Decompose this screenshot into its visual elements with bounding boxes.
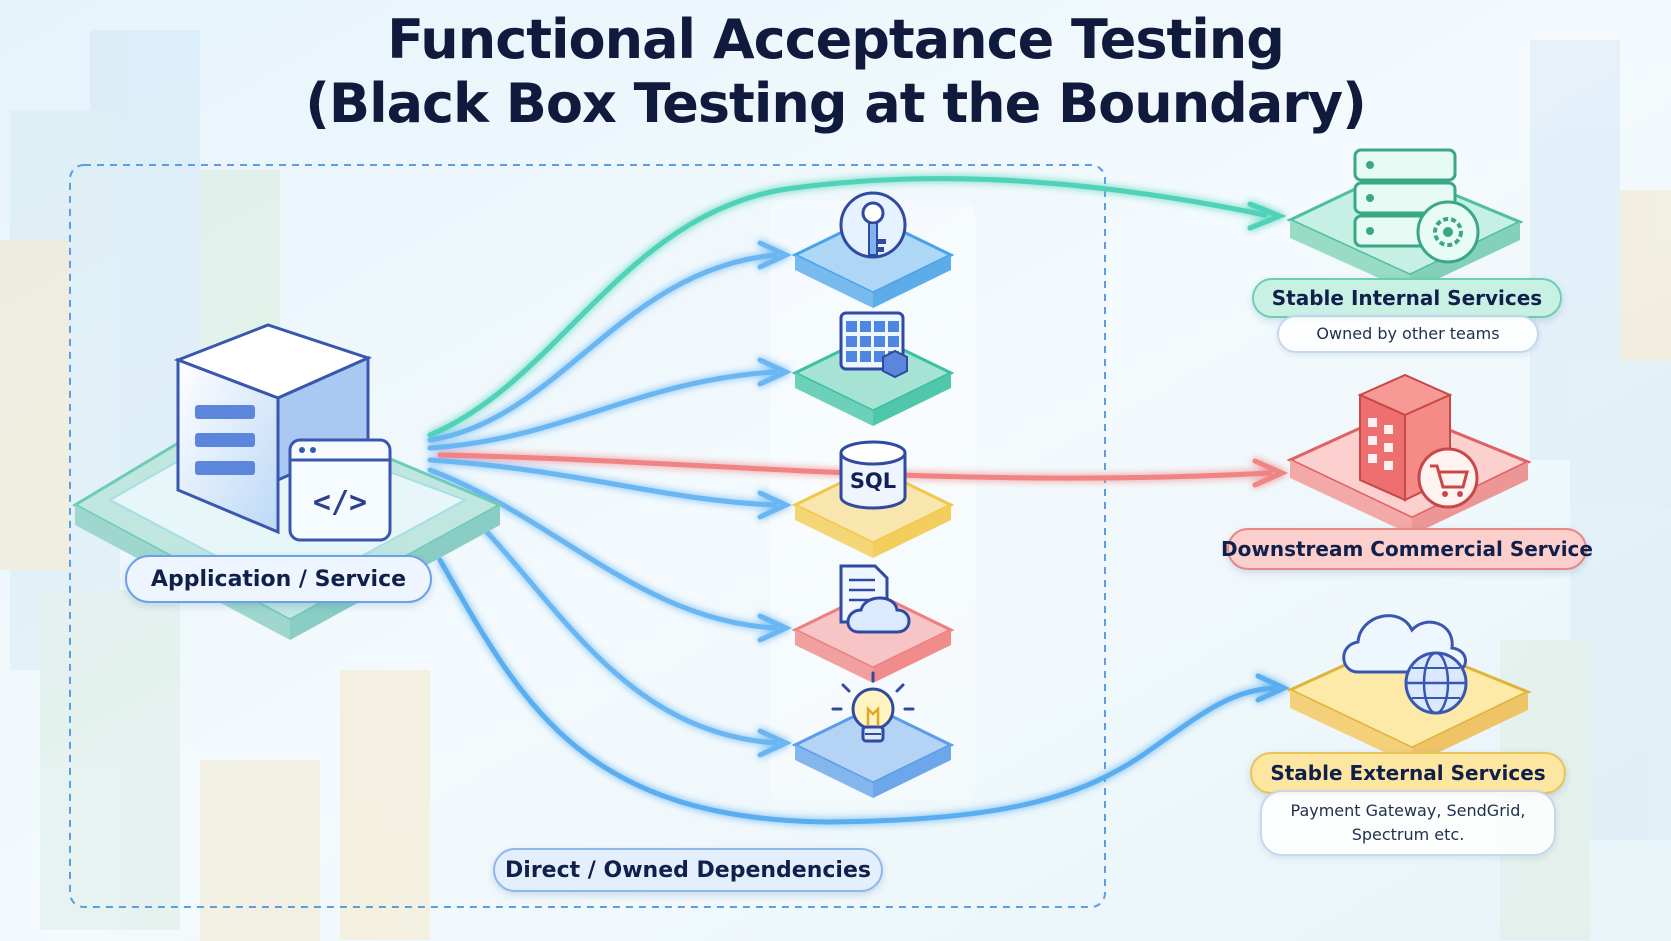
external-services-sub: Payment Gateway, SendGrid, Spectrum etc. <box>1260 790 1556 856</box>
commercial-service-label-text: Downstream Commercial Service <box>1221 537 1593 561</box>
internal-services-label-text: Stable Internal Services <box>1271 286 1543 310</box>
server-code-icon: </> <box>173 323 392 542</box>
app-node-label-text: Application / Service <box>150 566 407 592</box>
lightbulb-icon <box>831 671 915 743</box>
connection-arrows <box>427 176 1290 825</box>
external-services-label[interactable]: Stable External Services <box>1250 752 1566 794</box>
external-services-sub-line-1: Payment Gateway, SendGrid, <box>1290 801 1526 820</box>
app-node-label[interactable]: Application / Service <box>125 555 432 603</box>
svg-text:</>: </> <box>313 485 367 520</box>
server-stack-gear-icon <box>1286 148 1524 292</box>
dependency-tile-4[interactable] <box>791 564 955 683</box>
document-cloud-icon <box>839 564 911 634</box>
dependencies-group-label[interactable]: Direct / Owned Dependencies <box>493 848 883 892</box>
internal-services-sub-text: Owned by other teams <box>1316 324 1500 343</box>
dependency-tile-1[interactable] <box>791 191 955 308</box>
internal-services-sub: Owned by other teams <box>1277 315 1539 353</box>
sql-label: SQL <box>850 469 896 493</box>
sql-database-icon: SQL <box>839 440 907 510</box>
building-cart-icon <box>1286 373 1532 535</box>
dependencies-group-label-text: Direct / Owned Dependencies <box>505 857 871 883</box>
dependency-tile-2[interactable] <box>791 311 955 426</box>
title-line-1: Functional Acceptance Testing <box>387 8 1285 71</box>
dependency-tile-3[interactable]: SQL <box>791 440 955 558</box>
boundary-dashed-box <box>69 164 1106 908</box>
dependency-tile-5[interactable] <box>791 671 955 798</box>
external-services-sub-line-2: Spectrum etc. <box>1351 825 1465 844</box>
cloud-globe-icon <box>1286 614 1532 765</box>
page-title: Functional Acceptance Testing (Black Box… <box>0 8 1671 136</box>
title-line-2: (Black Box Testing at the Boundary) <box>305 72 1367 135</box>
key-icon <box>839 191 907 259</box>
internal-services-label[interactable]: Stable Internal Services <box>1252 278 1562 318</box>
commercial-service-label[interactable]: Downstream Commercial Service <box>1221 528 1593 570</box>
external-services-label-text: Stable External Services <box>1270 761 1546 785</box>
table-grid-icon <box>839 311 908 379</box>
